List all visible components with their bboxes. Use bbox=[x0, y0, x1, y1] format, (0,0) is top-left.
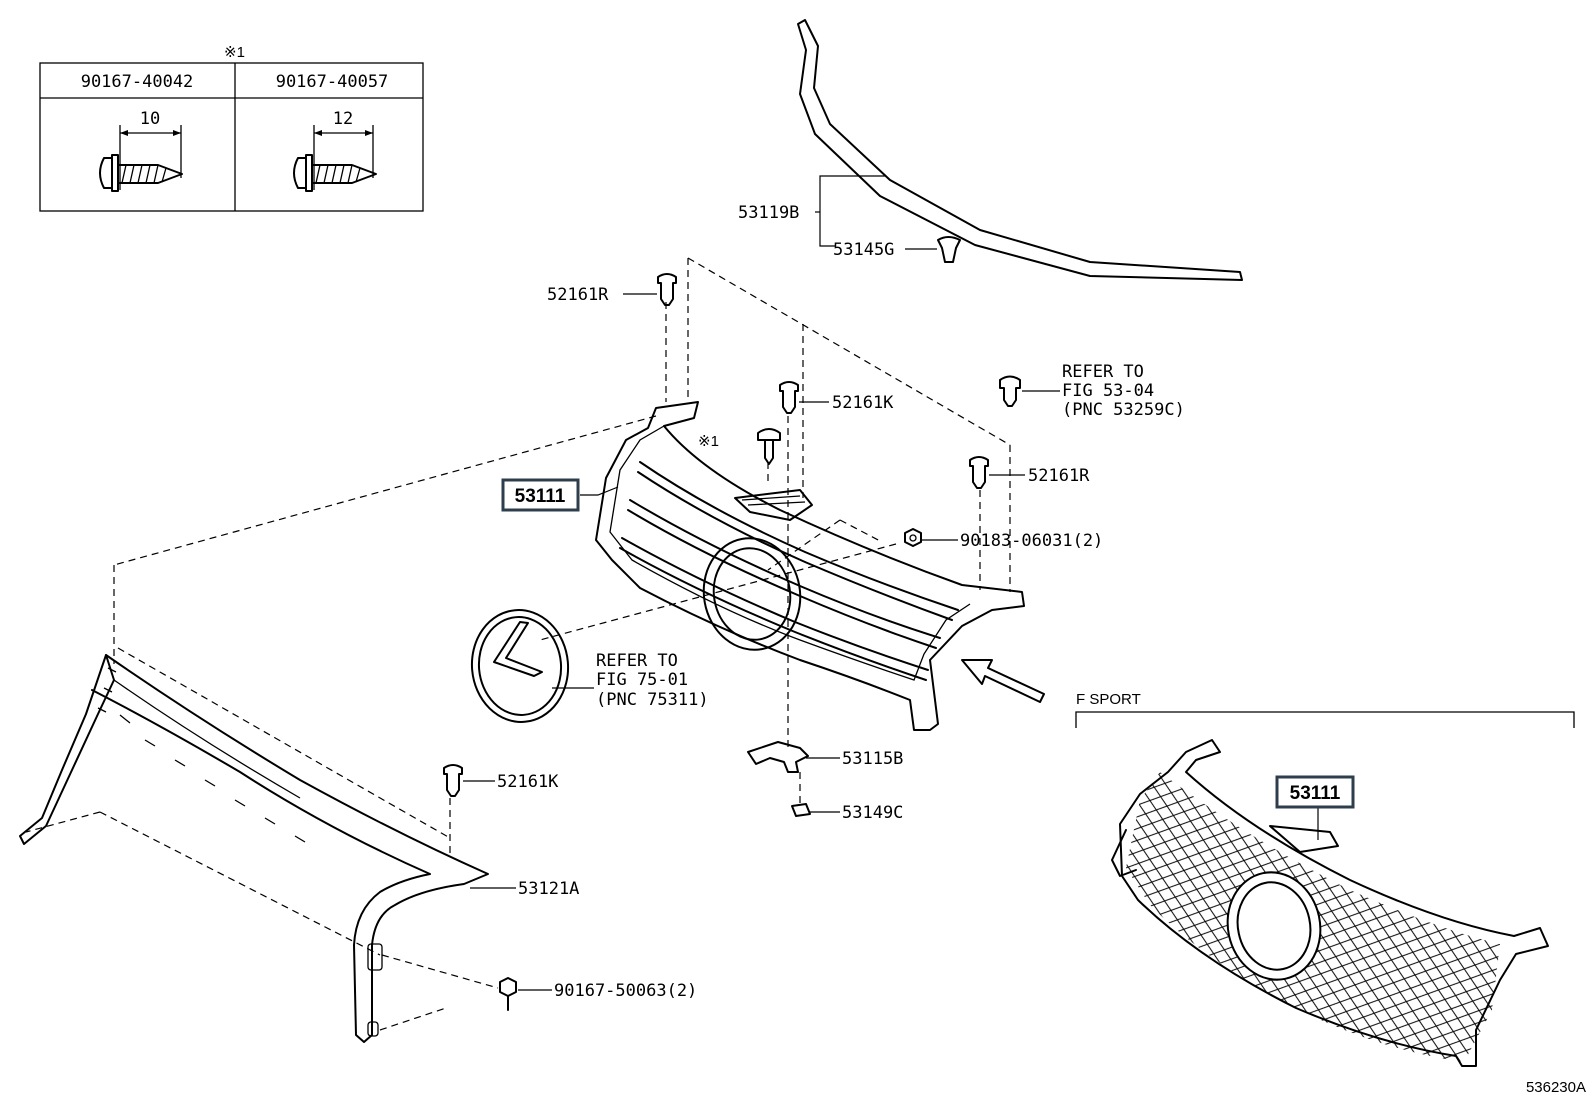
refer-emblem-line1: REFER TO bbox=[596, 651, 678, 671]
bracket-icon-53115B bbox=[747, 741, 809, 773]
leader-53119B-53145G bbox=[819, 175, 885, 247]
callout-53119B: 53119B bbox=[738, 203, 799, 223]
drawing-number: 536230A bbox=[1526, 1079, 1586, 1096]
leader-53111-main bbox=[580, 486, 619, 496]
upper-molding-53119B bbox=[797, 19, 1243, 281]
refer-top-line3: (PNC 53259C) bbox=[1062, 400, 1185, 420]
note-table-frame bbox=[39, 62, 424, 212]
clip-icon-53145G bbox=[937, 236, 961, 263]
note-table-col1-part: 90167-40042 bbox=[81, 72, 194, 92]
callout-box-53111-main bbox=[501, 478, 580, 512]
refer-emblem-line3: (PNC 75311) bbox=[596, 690, 709, 710]
refer-emblem-line2: FIG 75-01 bbox=[596, 670, 688, 690]
note-table: ※1 90167-40042 90167-40057 10 bbox=[39, 44, 424, 212]
clip-icon-52161R-top bbox=[657, 273, 677, 306]
callout-53115B: 53115B bbox=[842, 749, 903, 769]
callout-90183: 90183-06031(2) bbox=[960, 531, 1103, 551]
callout-53111-fsport: 53111 bbox=[1290, 783, 1341, 804]
callout-52161K-low: 52161K bbox=[497, 772, 559, 792]
note-table-col2-part: 90167-40057 bbox=[276, 72, 389, 92]
clip-icon-52161R-right bbox=[969, 456, 989, 489]
lower-molding-53121A bbox=[19, 654, 489, 1043]
callout-53111-main: 53111 bbox=[515, 486, 566, 507]
screw-icon-10mm bbox=[99, 125, 183, 192]
screw-icon-90167-50063 bbox=[499, 977, 517, 1011]
callout-note-screw: ※1 bbox=[698, 433, 719, 450]
fsport-bracket bbox=[1075, 711, 1575, 728]
note-table-col2-length: 12 bbox=[333, 109, 353, 129]
refer-top-line2: FIG 53-04 bbox=[1062, 381, 1154, 401]
callout-53149C: 53149C bbox=[842, 803, 903, 823]
callout-90167-50063: 90167-50063(2) bbox=[554, 981, 697, 1001]
note-table-mark: ※1 bbox=[224, 44, 245, 61]
note-table-col1-length: 10 bbox=[140, 109, 160, 129]
screw-icon-note1 bbox=[757, 428, 781, 465]
callout-box-53111-fsport bbox=[1275, 775, 1355, 809]
fsport-label: F SPORT bbox=[1076, 691, 1141, 708]
arrow-icon bbox=[961, 659, 1045, 703]
callout-53121A: 53121A bbox=[518, 879, 579, 899]
emblem-icon bbox=[470, 609, 570, 723]
screw-icon-12mm bbox=[293, 125, 377, 192]
clip-icon-53259C bbox=[999, 375, 1021, 407]
clip-icon-52161K-low bbox=[443, 764, 463, 797]
refer-top-line1: REFER TO bbox=[1062, 362, 1144, 382]
assembly-guide-lines bbox=[25, 257, 1011, 1031]
callout-53145G: 53145G bbox=[833, 240, 894, 260]
callout-52161K-top: 52161K bbox=[832, 393, 894, 413]
callout-52161R-right: 52161R bbox=[1028, 466, 1090, 486]
clip-icon-53149C bbox=[791, 803, 811, 817]
callout-52161R-top: 52161R bbox=[547, 285, 609, 305]
clip-icon-52161K-top bbox=[779, 381, 799, 414]
nut-icon-90183 bbox=[904, 528, 922, 547]
